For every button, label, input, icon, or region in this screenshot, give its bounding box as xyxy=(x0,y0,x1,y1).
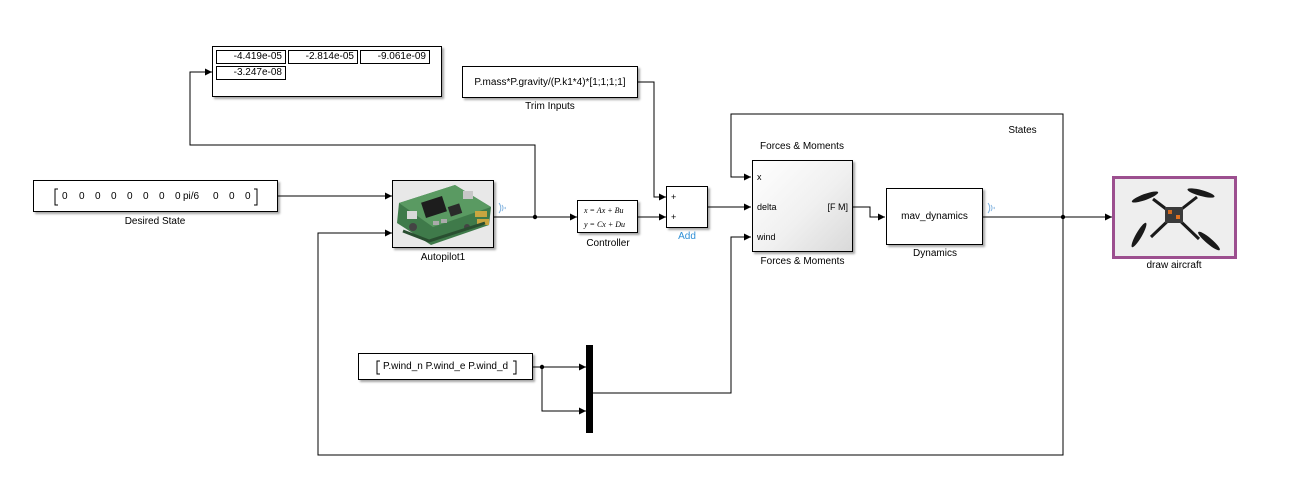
trim-expression: P.mass*P.gravity/(P.k1*4)*[1;1;1;1] xyxy=(474,76,626,88)
desired-value-7: 0 xyxy=(159,191,165,202)
desired-value-11: 0 xyxy=(229,191,235,202)
display-value-1: -4.419e-05 xyxy=(216,50,286,64)
desired-value-10: 0 xyxy=(213,191,219,202)
dynamics-name: mav_dynamics xyxy=(901,211,968,222)
forces-moments-block[interactable]: x delta wind [F M] xyxy=(752,160,853,252)
controller-block[interactable]: x = Ax + Bu y = Cx + Du xyxy=(577,200,638,233)
circuit-board-icon xyxy=(397,185,491,245)
quadcopter-icon xyxy=(1115,179,1234,256)
wind-mux[interactable] xyxy=(586,345,593,433)
controller-eq-2: y = Cx + Du xyxy=(584,220,626,229)
wind-brackets xyxy=(376,360,517,375)
wind-constant-block[interactable]: P.wind_n P.wind_e P.wind_d xyxy=(358,353,533,380)
forces-label: Forces & Moments xyxy=(760,256,845,267)
desired-value-3: 0 xyxy=(95,191,101,202)
forces-port-wind: wind xyxy=(757,232,776,242)
add-block[interactable]: + + xyxy=(666,186,708,228)
forces-port-delta: delta xyxy=(757,202,777,212)
desired-value-4: 0 xyxy=(111,191,117,202)
draw-aircraft-label: draw aircraft xyxy=(1146,260,1202,271)
wind-expression: P.wind_n P.wind_e P.wind_d xyxy=(383,361,509,372)
forces-port-out: [F M] xyxy=(827,202,849,212)
desired-state-label: Desired State xyxy=(124,216,186,227)
signal-icon xyxy=(987,202,995,214)
dynamics-label: Dynamics xyxy=(913,248,957,259)
display-value-2: -2.814e-05 xyxy=(288,50,358,64)
desired-value-1: 0 xyxy=(62,191,68,202)
add-sign-2: + xyxy=(671,212,677,222)
draw-aircraft-block[interactable] xyxy=(1112,176,1237,259)
desired-state-brackets xyxy=(54,188,258,206)
desired-state-block[interactable]: 0 0 0 0 0 0 0 0 pi/6 0 0 0 xyxy=(33,180,278,212)
desired-value-9: pi/6 xyxy=(183,191,200,202)
add-sign-1: + xyxy=(671,192,677,202)
desired-value-5: 0 xyxy=(127,191,133,202)
display-value-3: -9.061e-09 xyxy=(360,50,430,64)
trim-inputs-block[interactable]: P.mass*P.gravity/(P.k1*4)*[1;1;1;1] xyxy=(462,66,638,98)
display-block[interactable]: -4.419e-05 -2.814e-05 -9.061e-09 -3.247e… xyxy=(212,46,442,97)
forces-port-x: x xyxy=(757,172,762,182)
trim-inputs-label: Trim Inputs xyxy=(525,101,575,112)
states-label: States xyxy=(1008,125,1037,136)
signal-icon xyxy=(498,202,506,214)
desired-value-8: 0 xyxy=(175,191,181,202)
dynamics-block[interactable]: mav_dynamics xyxy=(886,188,983,245)
desired-value-2: 0 xyxy=(79,191,85,202)
add-label: Add xyxy=(678,231,696,242)
display-value-4: -3.247e-08 xyxy=(216,66,286,80)
desired-value-12: 0 xyxy=(245,191,251,202)
desired-value-6: 0 xyxy=(143,191,149,202)
controller-label: Controller xyxy=(586,238,630,249)
controller-eq-1: x = Ax + Bu xyxy=(584,206,624,215)
autopilot-label: Autopilot1 xyxy=(420,252,466,263)
forces-title: Forces & Moments xyxy=(760,141,844,152)
autopilot-block[interactable] xyxy=(392,180,494,248)
